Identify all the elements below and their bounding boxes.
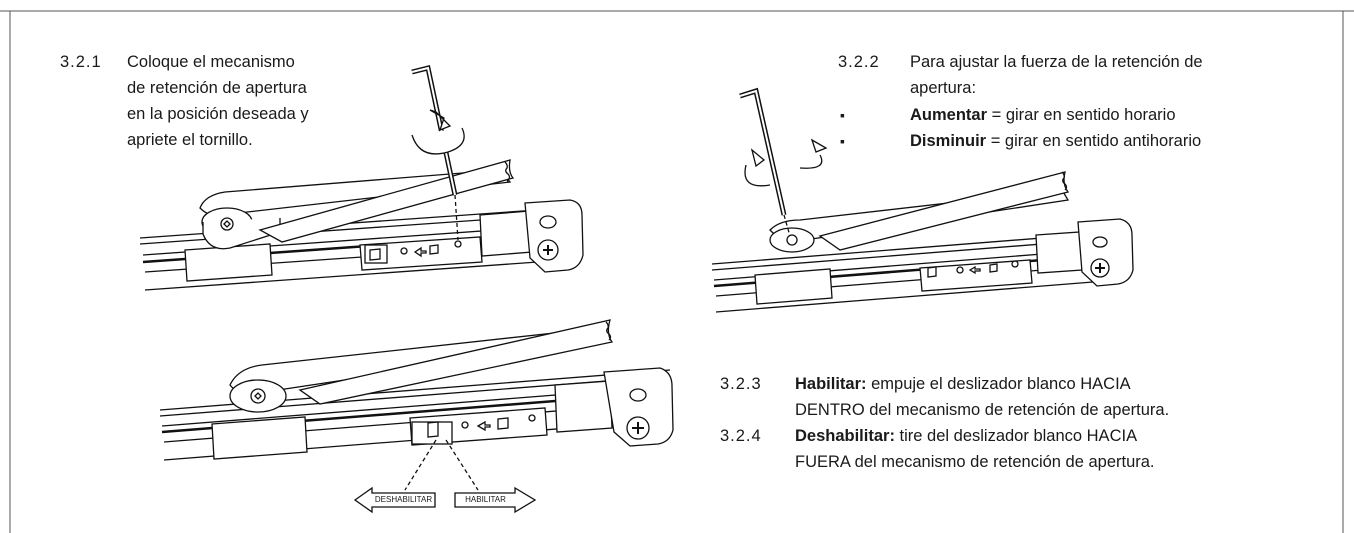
step-3-2-3-line-1: Habilitar: empuje el deslizador blanco H…	[795, 372, 1131, 396]
step-3-2-4-line-1: Deshabilitar: tire del deslizador blanco…	[795, 424, 1137, 448]
step-number-3-2-1: 3.2.1	[60, 53, 102, 71]
step-3-2-4-text: tire del deslizador blanco HACIA	[894, 427, 1138, 445]
step-number-3-2-2: 3.2.2	[838, 53, 880, 71]
enable-arrow-label: HABILITAR	[465, 495, 506, 504]
disable-arrow-label: DESHABILITAR	[374, 495, 433, 504]
step-3-2-2-line-2: apertura:	[910, 79, 977, 97]
step-3-2-1-line-4: apriete el tornillo.	[127, 131, 253, 149]
bullet-marker: ▪	[840, 133, 845, 149]
bullet-increase: Aumentar = girar en sentido horario	[910, 103, 1176, 127]
step-number-3-2-4: 3.2.4	[720, 427, 762, 445]
step-3-2-1-line-1: Coloque el mecanismo	[127, 53, 295, 71]
step-3-2-4-line-2: FUERA del mecanismo de retención de aper…	[795, 453, 1155, 471]
step-3-2-1-line-2: de retención de apertura	[127, 79, 307, 97]
step-number-3-2-3: 3.2.3	[720, 375, 762, 393]
bullet-decrease-bold: Disminuir	[910, 132, 987, 150]
step-3-2-3-line-2: DENTRO del mecanismo de retención de ape…	[795, 401, 1170, 419]
bullet-marker: ▪	[840, 107, 845, 123]
step-3-2-3-bold: Habilitar:	[795, 375, 867, 393]
step-3-2-2-line-1: Para ajustar la fuerza de la retención d…	[910, 53, 1203, 71]
step-3-2-4-bold: Deshabilitar:	[795, 427, 895, 445]
step-3-2-3-text: empuje el deslizador blanco HACIA	[866, 375, 1131, 393]
bullet-increase-bold: Aumentar	[910, 106, 988, 124]
bullet-decrease: Disminuir = girar en sentido antihorario	[910, 129, 1201, 153]
step-3-2-1-line-3: en la posición deseada y	[127, 105, 309, 123]
bullet-increase-text: = girar en sentido horario	[987, 106, 1176, 124]
bullet-decrease-text: = girar en sentido antihorario	[986, 132, 1202, 150]
